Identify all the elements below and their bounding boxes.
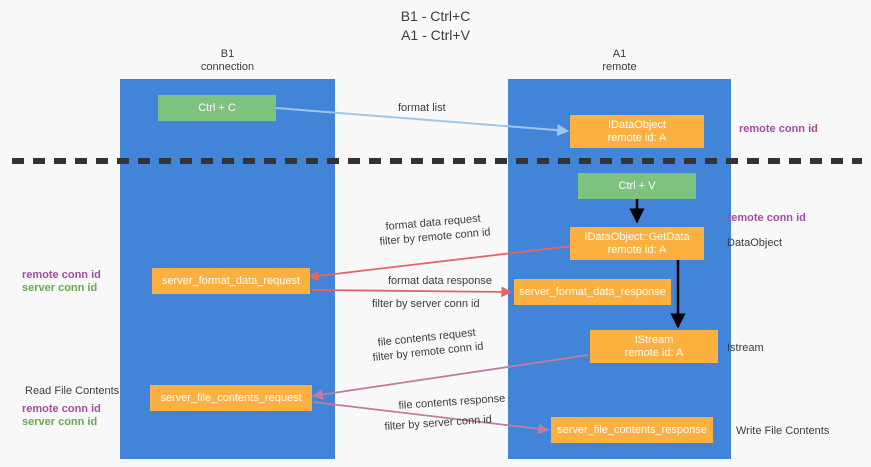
box-istream[interactable]: IStream remote id: A: [590, 330, 718, 363]
column-a1-sub: remote: [602, 61, 637, 73]
box-getdata-line2: remote id: A: [607, 243, 667, 256]
box-ctrl-c[interactable]: Ctrl + C: [158, 95, 276, 121]
box-idataobject-line2: remote id: A: [607, 131, 667, 144]
arrow-file-contents-response: [312, 401, 550, 435]
left-label-remote-conn-id-mid: remote conn id: [22, 269, 101, 281]
label-filter-key-2: server conn id: [410, 298, 480, 310]
arrow-file-contents-request: [311, 354, 589, 400]
box-idataobject-getdata[interactable]: IDataObject::GetData remote id: A: [570, 227, 704, 260]
column-a1-name: A1: [612, 48, 627, 60]
box-server-file-contents-request-label: server_file_contents_request: [160, 391, 302, 404]
box-server-file-contents-request[interactable]: server_file_contents_request: [150, 385, 312, 411]
box-server-format-data-response[interactable]: server_format_data_response: [514, 279, 671, 305]
box-ctrl-c-label: Ctrl + C: [198, 101, 236, 114]
box-server-format-data-response-label: server_format_data_response: [519, 285, 666, 298]
right-label-istream: Istream: [727, 342, 764, 354]
left-label-server-conn-id-mid: server conn id: [22, 282, 98, 294]
title-line-1: B1 - Ctrl+C: [400, 8, 471, 24]
label-format-data-response: format data response: [388, 275, 492, 287]
right-label-remote-conn-id-top: remote conn id: [739, 123, 818, 135]
label-filter-prefix-4: filter by: [384, 418, 424, 433]
box-server-format-data-request[interactable]: server_format_data_request: [152, 268, 310, 294]
box-istream-line2: remote id: A: [624, 346, 684, 359]
box-server-file-contents-response[interactable]: server_file_contents_response: [551, 417, 713, 443]
box-idataobject[interactable]: IDataObject remote id: A: [570, 115, 704, 148]
label-filter-prefix-2: filter by: [372, 298, 411, 310]
label-filter-prefix-3: filter by: [372, 347, 412, 364]
box-getdata-line1: IDataObject::GetData: [584, 230, 690, 243]
label-filter-prefix-1: filter by: [379, 232, 419, 248]
box-ctrl-v[interactable]: Ctrl + V: [578, 173, 696, 199]
right-label-dataobject: DataObject: [727, 237, 783, 249]
left-label-server-conn-id-low: server conn id: [22, 416, 98, 428]
box-idataobject-line1: IDataObject: [607, 118, 667, 131]
title-line-2: A1 - Ctrl+V: [401, 27, 470, 43]
column-b1-sub: connection: [200, 61, 255, 73]
right-label-write-file-contents: Write File Contents: [736, 425, 830, 437]
right-label-remote-conn-id-mid: remote conn id: [727, 212, 806, 224]
box-istream-line1: IStream: [634, 333, 674, 346]
arrow-format-list: [275, 107, 570, 137]
page-title: B1 - Ctrl+C A1 - Ctrl+V: [0, 7, 871, 45]
arrow-format-data-request: [307, 245, 573, 282]
column-b1-name: B1: [220, 48, 235, 60]
left-label-read-file-contents: Read File Contents: [25, 385, 120, 397]
label-format-list: format list: [398, 102, 446, 114]
box-server-file-contents-response-label: server_file_contents_response: [557, 423, 707, 436]
label-format-data-response-filter: filter by server conn id: [372, 297, 480, 311]
box-server-format-data-request-label: server_format_data_request: [161, 274, 301, 287]
box-ctrl-v-label: Ctrl + V: [618, 179, 656, 192]
column-header-b1: B1 connection: [120, 48, 335, 74]
left-label-remote-conn-id-low: remote conn id: [22, 403, 101, 415]
column-header-a1: A1 remote: [508, 48, 731, 74]
arrow-format-data-response: [311, 286, 513, 298]
